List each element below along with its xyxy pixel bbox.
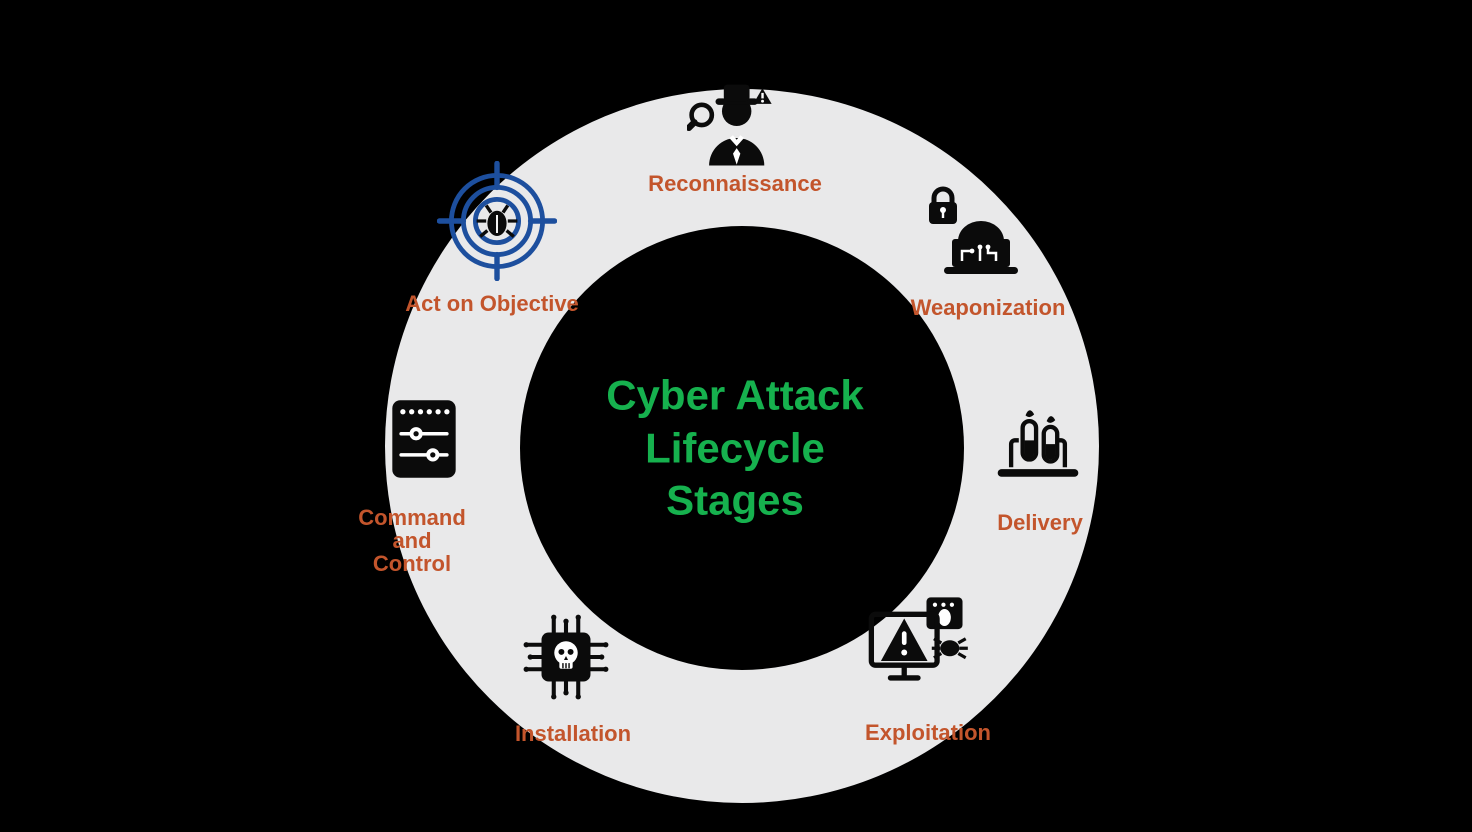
stage-label-command-and-control: Command and Control xyxy=(358,505,466,577)
control-panel-sliders-icon xyxy=(380,395,468,483)
ring-inner-hole xyxy=(520,226,964,670)
stage-label-exploitation: Exploitation xyxy=(865,720,991,745)
diagram-title: Cyber Attack Lifecycle Stages xyxy=(606,371,864,524)
monitor-warning-bug-icon xyxy=(865,591,971,697)
hacker-laptop-lock-icon xyxy=(922,183,1022,283)
target-bug-icon xyxy=(437,161,557,281)
stage-label-installation: Installation xyxy=(514,721,632,746)
stage-label-weaponization: Weaponization xyxy=(910,295,1066,320)
chip-skull-icon xyxy=(515,606,617,708)
spy-magnifier-icon xyxy=(687,80,779,172)
stage-label-reconnaissance: Reconnaissance xyxy=(648,171,822,196)
stage-label-delivery: Delivery xyxy=(997,510,1083,535)
laptop-vials-icon xyxy=(990,400,1086,496)
stage-label-act-on-objective: Act on Objective xyxy=(405,291,579,316)
